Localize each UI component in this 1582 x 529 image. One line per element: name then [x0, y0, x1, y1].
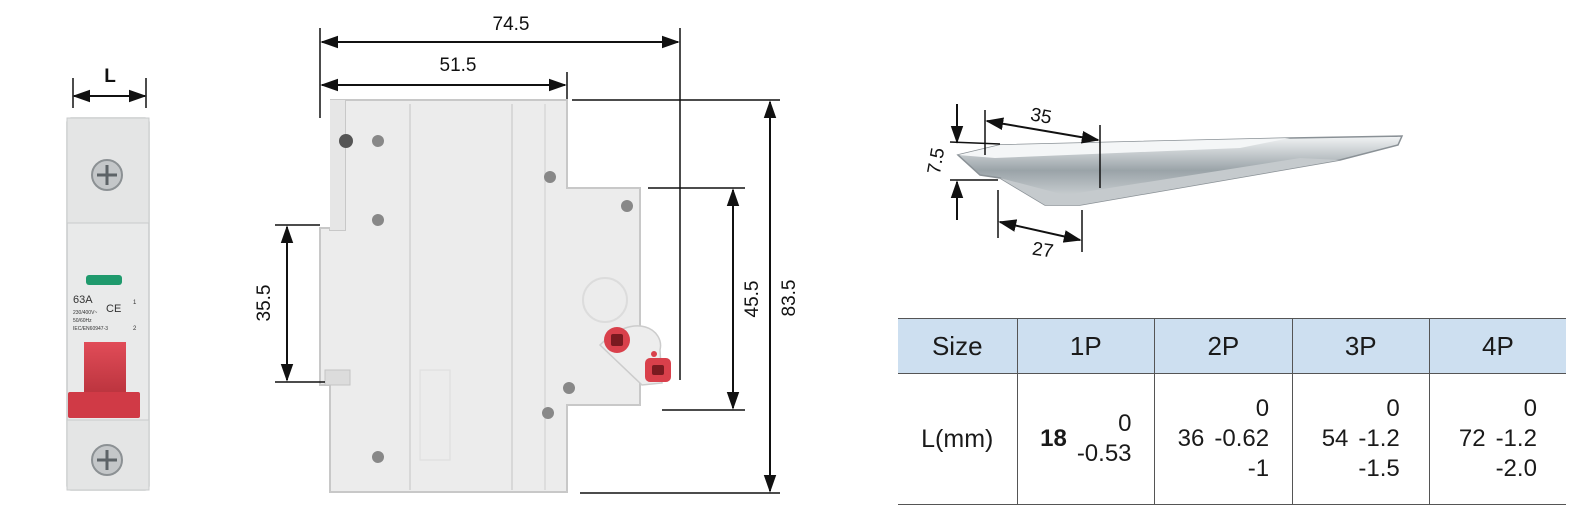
total-height-label: 83.5	[779, 280, 800, 317]
rail-height-label: 7.5	[924, 146, 949, 176]
rail-width-dimension	[985, 117, 1100, 144]
din-rail-diagram: 35 7.5 27	[924, 104, 1404, 263]
cell-4p: 72 0 -1.2 -2.0	[1428, 373, 1566, 505]
body-depth-label: 51.5	[440, 55, 477, 76]
cell-1p: 18 0 -0.53	[1016, 373, 1155, 505]
standard-spec: IEC/EN60947-3	[73, 326, 108, 332]
breaker-front-view: L 63A CE 230/400V~ 50/60Hz IEC/EN60947-3…	[66, 66, 150, 491]
side-housing	[319, 99, 641, 493]
tolerance-value: -1	[1247, 455, 1270, 482]
row-label: L(mm)	[898, 373, 1018, 505]
cell-4p-tolerance: 0 -1.2 -2.0	[1496, 394, 1537, 484]
status-indicator	[86, 275, 122, 285]
header-3p: 3P	[1291, 318, 1430, 374]
tolerance-value: -1.5	[1358, 455, 1400, 482]
terminal-label-top: 1	[133, 300, 137, 306]
rail-inner-label: 27	[1031, 239, 1055, 263]
tolerance-value: -0.53	[1076, 440, 1132, 467]
rail-inner-dimension	[998, 219, 1082, 243]
terminal-label-bottom: 2	[133, 326, 137, 332]
breaker-side-view: 74.5 51.5 35.5	[254, 14, 800, 494]
cell-3p-tolerance: 0 -1.2 -1.5	[1358, 394, 1399, 484]
cell-1p-nominal: 18	[1040, 425, 1067, 452]
table-row: L(mm) 18 0 -0.53 36 0 -0.62 -1	[898, 373, 1566, 505]
tolerance-value: 0	[1118, 410, 1132, 437]
tolerance-value: -0.62	[1214, 425, 1270, 452]
header-1p: 1P	[1016, 318, 1155, 374]
ce-mark: CE	[106, 303, 121, 315]
header-2p: 2P	[1154, 318, 1293, 374]
tolerance-value: 0	[1523, 395, 1537, 422]
tolerance-value: -1.2	[1495, 425, 1537, 452]
rating-label: 63A	[73, 294, 93, 306]
header-4p: 4P	[1428, 318, 1566, 374]
cell-2p-tolerance: 0 -0.62 -1	[1214, 394, 1269, 484]
cell-1p-tolerance: 0 -0.53	[1077, 409, 1132, 469]
rail-width-label: 35	[1029, 104, 1053, 128]
cell-2p-nominal: 36	[1177, 425, 1205, 452]
tolerance-value: -1.2	[1358, 425, 1400, 452]
cell-3p-nominal: 54	[1321, 425, 1349, 452]
cell-3p: 54 0 -1.2 -1.5	[1291, 373, 1430, 505]
table-header-row: Size 1P 2P 3P 4P	[898, 318, 1566, 374]
toggle-handle	[84, 342, 126, 398]
total-depth-label: 74.5	[493, 14, 530, 35]
tolerance-value: 0	[1255, 395, 1270, 422]
frequency-spec: 50/60Hz	[73, 318, 92, 324]
rail-slot-label: 35.5	[254, 285, 275, 322]
voltage-spec: 230/400V~	[73, 310, 97, 316]
tolerance-value: 0	[1386, 395, 1400, 422]
header-size: Size	[898, 318, 1018, 374]
cell-4p-nominal: 72	[1458, 425, 1486, 452]
tolerance-value: -2.0	[1495, 455, 1537, 482]
size-table: Size 1P 2P 3P 4P L(mm) 18 0 -0.53 36	[898, 318, 1566, 505]
cell-2p: 36 0 -0.62 -1	[1154, 373, 1293, 505]
front-height-label: 45.5	[742, 281, 763, 318]
width-dimension-label: L	[104, 66, 116, 87]
